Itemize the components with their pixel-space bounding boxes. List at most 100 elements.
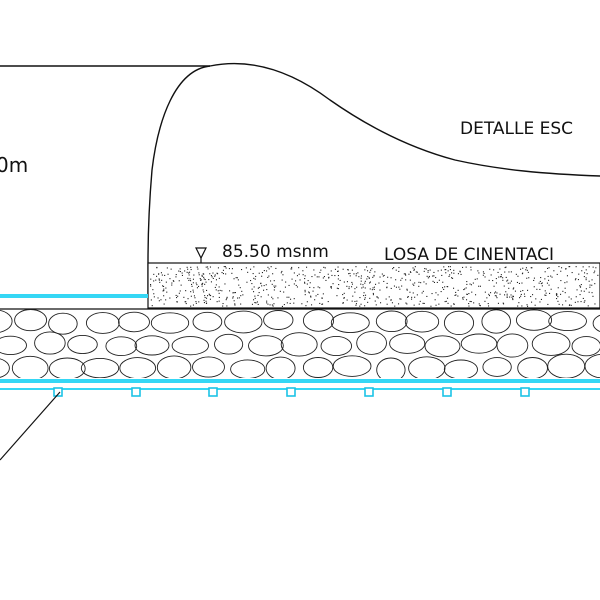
speckle	[538, 282, 540, 284]
speckle	[371, 289, 373, 291]
speckle	[308, 291, 310, 293]
speckle	[594, 283, 596, 285]
speckle	[479, 285, 481, 287]
speckle	[365, 294, 367, 296]
speckle	[499, 293, 501, 295]
speckle	[373, 274, 375, 276]
speckle	[564, 292, 566, 294]
speckle	[553, 270, 555, 272]
speckle	[214, 286, 216, 288]
stone	[481, 309, 511, 334]
speckle	[451, 277, 453, 279]
speckle	[176, 297, 178, 299]
speckle	[466, 283, 468, 285]
speckle	[328, 277, 330, 279]
speckle	[442, 281, 444, 283]
speckle	[399, 298, 401, 300]
speckle	[224, 266, 226, 268]
speckle	[540, 277, 542, 279]
speckle	[383, 274, 385, 276]
speckle	[369, 282, 371, 284]
speckle	[254, 302, 256, 304]
speckle	[334, 275, 336, 277]
stone	[330, 312, 370, 334]
speckle	[360, 283, 362, 285]
speckle	[391, 302, 393, 304]
stone	[320, 335, 353, 357]
stone	[443, 359, 478, 378]
speckle	[293, 302, 295, 304]
speckle	[330, 270, 332, 272]
speckle	[175, 274, 177, 276]
speckle	[288, 296, 290, 298]
speckle	[494, 295, 496, 297]
speckle	[472, 282, 474, 284]
speckle	[463, 296, 465, 298]
stone	[496, 333, 529, 358]
speckle	[585, 269, 587, 271]
speckle	[336, 287, 338, 289]
speckle	[272, 298, 274, 300]
speckle	[223, 266, 225, 268]
speckle	[337, 270, 339, 272]
stone	[192, 311, 223, 332]
speckle	[576, 289, 578, 291]
speckle	[285, 281, 287, 283]
speckle	[512, 295, 514, 297]
speckle	[372, 292, 374, 294]
speckle	[212, 277, 214, 279]
speckle	[209, 273, 211, 275]
stone	[302, 309, 335, 332]
speckle	[165, 287, 167, 289]
speckle	[160, 272, 162, 274]
speckle	[514, 290, 516, 292]
speckle	[398, 270, 400, 272]
speckle	[533, 277, 535, 279]
stone	[592, 314, 600, 333]
speckle	[207, 295, 209, 297]
speckle	[330, 286, 332, 288]
stone	[424, 335, 461, 358]
speckle	[330, 286, 332, 288]
speckle	[231, 268, 233, 270]
speckle	[351, 283, 353, 285]
speckle	[505, 276, 507, 278]
speckle	[192, 282, 194, 284]
speckle	[364, 282, 366, 284]
speckle	[296, 275, 298, 277]
speckle	[270, 280, 272, 282]
speckle	[337, 270, 339, 272]
speckle	[568, 296, 570, 298]
speckle	[574, 279, 576, 281]
stone	[48, 357, 86, 378]
speckle	[426, 275, 428, 277]
speckle	[263, 285, 265, 287]
speckle	[319, 302, 321, 304]
speckle	[209, 294, 211, 296]
slab-label: LOSA DE CINENTACI	[384, 245, 554, 265]
speckle	[462, 297, 464, 299]
speckle	[459, 270, 461, 272]
speckle	[307, 280, 309, 282]
speckle	[173, 280, 175, 282]
speckle	[293, 298, 295, 300]
speckle	[306, 283, 308, 285]
speckle	[363, 292, 365, 294]
speckle	[466, 293, 468, 295]
speckle	[313, 269, 315, 271]
speckle	[518, 282, 520, 284]
speckle	[240, 295, 242, 297]
speckle	[304, 282, 306, 284]
speckle	[455, 291, 457, 293]
cyan-node	[520, 387, 530, 397]
speckle	[468, 303, 470, 305]
speckle	[369, 271, 371, 273]
speckle	[367, 276, 369, 278]
speckle	[337, 278, 339, 280]
speckle	[546, 282, 548, 284]
speckle	[575, 278, 577, 280]
speckle	[496, 292, 498, 294]
speckle	[482, 271, 484, 273]
speckle	[343, 281, 345, 283]
speckle	[544, 271, 546, 273]
